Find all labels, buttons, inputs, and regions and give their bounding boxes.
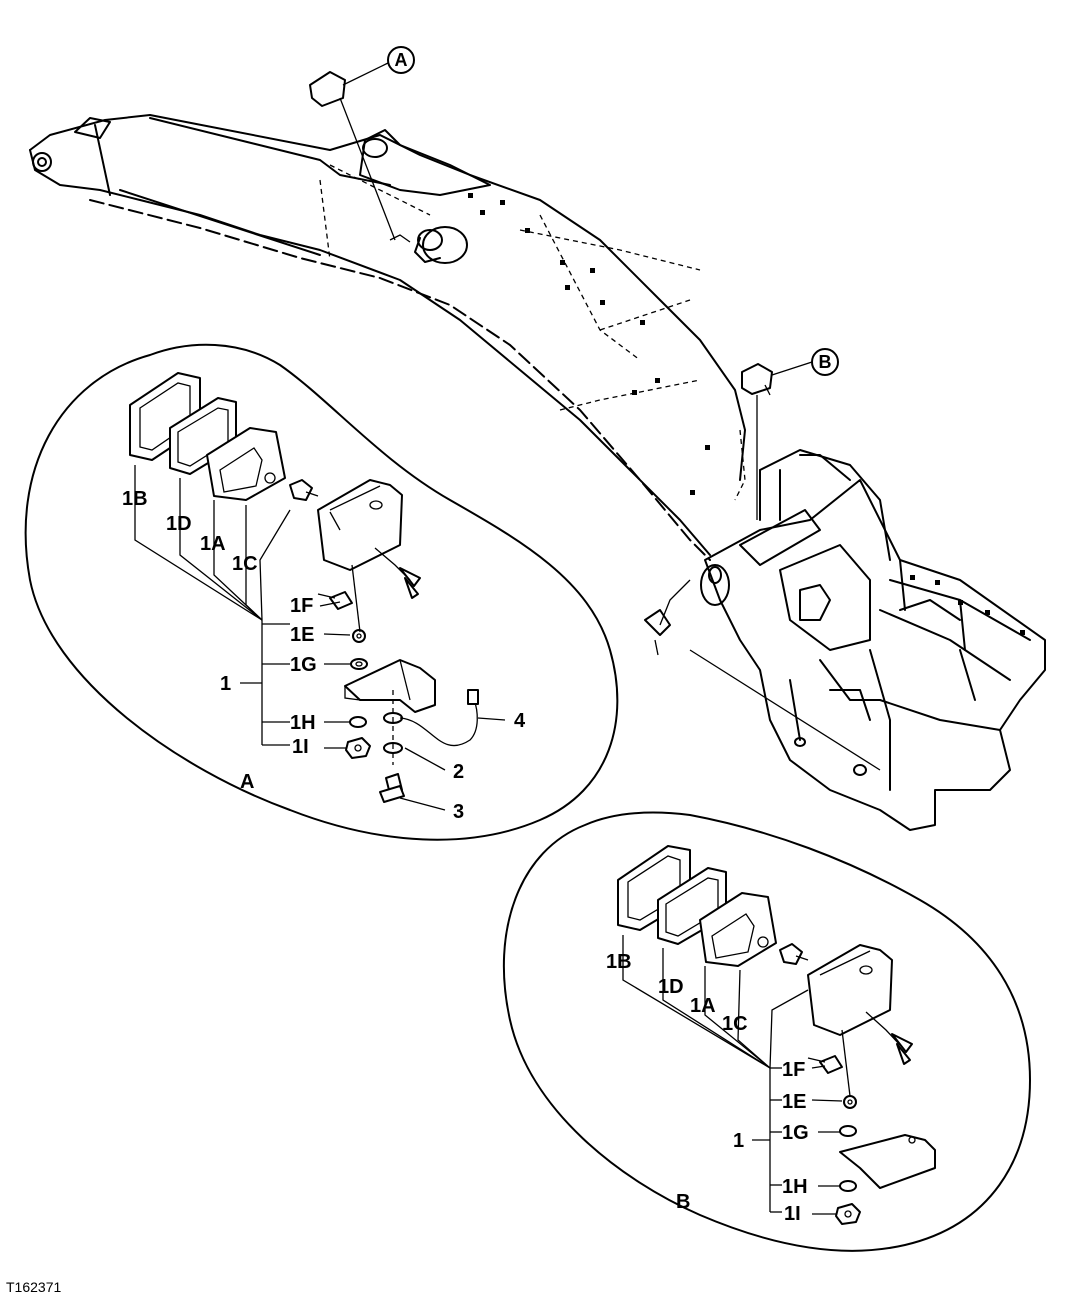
detail-a-label-1d: 1D: [166, 513, 192, 535]
detail-a-label-1g: 1G: [290, 654, 317, 676]
detail-b-title: B: [676, 1191, 690, 1213]
detail-b-label-1h: 1H: [782, 1176, 808, 1198]
swing-frame: [644, 363, 1046, 831]
detail-a-label-1h: 1H: [290, 712, 316, 734]
detail-a-label-1i: 1I: [292, 736, 309, 758]
callout-b-label: B: [819, 352, 832, 372]
detail-a-label-1e: 1E: [290, 624, 314, 646]
detail-a-label-1c: 1C: [232, 553, 258, 575]
detail-b-label-1e: 1E: [782, 1091, 806, 1113]
figure-id: T162371: [6, 1279, 61, 1295]
detail-b-label-1g: 1G: [782, 1122, 809, 1144]
detail-a-label-3: 3: [453, 801, 464, 823]
detail-a: 1B 1D 1A 1C 1F 1E 1G 1 1H 1I 2 3 4 A: [24, 343, 619, 841]
detail-a-label-1f: 1F: [290, 595, 313, 617]
detail-b-label-1a: 1A: [690, 995, 716, 1017]
callout-a: A: [342, 46, 415, 86]
detail-b-label-1d: 1D: [658, 976, 684, 998]
detail-a-title: A: [240, 771, 254, 793]
detail-b: 1B 1D 1A 1C 1F 1E 1G 1 1H 1I B: [502, 811, 1031, 1252]
detail-b-label-1b: 1B: [606, 951, 632, 973]
detail-a-label-1b: 1B: [122, 488, 148, 510]
boom-assembly: [29, 71, 746, 561]
detail-b-label-1c: 1C: [722, 1013, 748, 1035]
detail-b-label-1i: 1I: [784, 1203, 801, 1225]
callout-b: B: [771, 348, 839, 376]
detail-a-label-1a: 1A: [200, 533, 226, 555]
detail-a-label-4: 4: [514, 710, 526, 732]
detail-b-label-1: 1: [733, 1130, 744, 1152]
callout-a-label: A: [395, 50, 408, 70]
detail-a-label-2: 2: [453, 761, 464, 783]
detail-b-label-1f: 1F: [782, 1059, 805, 1081]
detail-a-label-1: 1: [220, 673, 231, 695]
